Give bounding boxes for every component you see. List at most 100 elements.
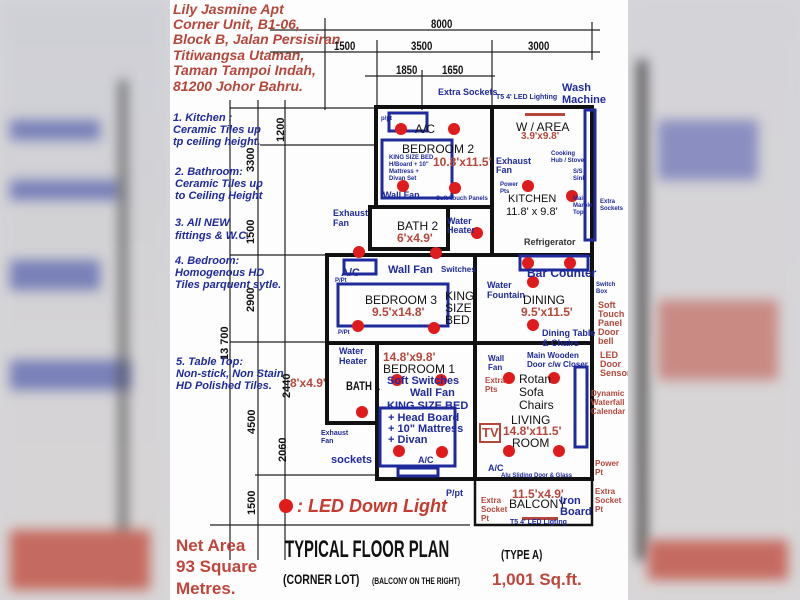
room-name-living-2: ROOM: [512, 436, 550, 450]
led-down-light-icon: [435, 374, 447, 386]
note: Ceramic Tiles up: [173, 124, 261, 136]
bed-label: BED: [445, 313, 470, 327]
dimension-label: 1650: [442, 63, 464, 77]
blurred-left-margin: [0, 0, 170, 600]
label-iron-board: Board: [560, 506, 592, 518]
room-name-dining: DINING: [523, 293, 565, 307]
led-down-light-icon: [393, 445, 405, 457]
led-down-lights: [352, 123, 578, 458]
dimension-label: 1200: [275, 117, 287, 142]
floor-plan-sheet: Lily Jasmine Apt Corner Unit, B1-06, Blo…: [170, 0, 628, 600]
label-door-sensor: Sensor: [600, 368, 628, 378]
label-power-point: P/Pt: [335, 278, 347, 284]
room-name-balcony: BALCONY: [509, 497, 567, 511]
note: to Ceiling Height: [175, 190, 263, 202]
label-doorbell: Door: [598, 327, 619, 337]
label-sofa: Chairs: [519, 398, 554, 412]
label-calendar: Calendar: [591, 407, 626, 416]
label-alu-sliding-door: Alu Sliding Door & Glass: [501, 473, 573, 479]
address-line: Block B, Jalan Persisiran: [173, 31, 341, 47]
room-size-bedroom1: 14.8'x9.8': [383, 350, 436, 364]
led-down-light-icon: [449, 182, 461, 194]
label-water-heater: Water: [447, 216, 472, 226]
bed-label: + Head Board: [388, 412, 460, 424]
note: HD Polished Tiles.: [176, 380, 272, 392]
dimension-label: 3000: [528, 39, 550, 53]
label-calendar: Waterfall: [591, 398, 625, 407]
label-iron-board: Iron: [560, 495, 581, 507]
note: 5. Table Top:: [176, 356, 244, 368]
led-down-light-icon: [548, 372, 560, 384]
label-extra-pts: Extra: [485, 376, 506, 385]
label-power-pt: Pt: [595, 468, 603, 477]
room-name-warea: W / AREA: [516, 120, 570, 134]
room-size-balcony: 11.5'x4.9': [512, 487, 564, 501]
address-line: Corner Unit, B1-06,: [173, 16, 300, 32]
bed-note: KING SIZE BED: [389, 155, 434, 161]
net-area: Metres.: [176, 579, 236, 598]
net-area: Net Area: [176, 536, 246, 555]
label-wall-fan: Wall Fan: [383, 190, 420, 200]
plan-lot: (CORNER LOT): [283, 571, 360, 587]
room-name-bedroom1: BEDROOM 1: [383, 362, 456, 376]
label-t5-lighting: T5 4' LED Ligting: [510, 519, 567, 526]
led-down-light-icon: [522, 257, 534, 269]
label-sink: S/S: [573, 169, 583, 175]
label-soft-switches: Soft Switches: [387, 375, 460, 387]
dimension-label: 1850: [396, 63, 418, 77]
room-name-bedroom2: BEDROOM 2: [402, 142, 475, 156]
room-name-bath2: BATH 2: [397, 219, 439, 233]
led-down-light-icon: [436, 446, 448, 458]
label-switch-box: Switch: [596, 282, 616, 288]
dimension-label: 1500: [246, 490, 258, 515]
label-switches: Switches: [441, 265, 476, 274]
label-refrigerator: Refrigerator: [524, 237, 576, 247]
dimension-label: 8000: [431, 17, 453, 31]
led-down-light-icon: [430, 247, 442, 259]
bed-note: H/Board + 10": [389, 162, 429, 168]
led-down-light-icon: [395, 123, 407, 135]
label-water-heater: Heater: [447, 225, 476, 235]
bed-label: + Divan: [388, 434, 428, 446]
label-wash-machine: Machine: [562, 94, 607, 106]
label-main-door: Main Wooden: [527, 351, 579, 360]
bed-label: + 10" Mattress: [388, 423, 464, 435]
led-down-light-icon: [553, 445, 565, 457]
led-down-light-icon: [391, 374, 403, 386]
label-power-point: P/pt: [446, 488, 463, 498]
led-down-light-icon: [428, 322, 440, 334]
bed-label: SIZE: [445, 301, 472, 315]
label-exhaust-fan: Exhaust: [321, 430, 349, 437]
room-size-bedroom3: 9.5'x14.8': [372, 305, 425, 319]
label-doorbell: Panel: [598, 318, 623, 328]
label-t5-lighting: T5 4' LED Lighting: [496, 94, 558, 101]
note: fittings & W.C.: [175, 230, 250, 242]
bed-note: Mattress +: [389, 169, 419, 175]
room-size-bath2: 6'x4.9': [397, 231, 433, 245]
label-extra-socket: Socket: [595, 496, 622, 505]
label-doorbell: Soft: [598, 300, 616, 310]
label-exhaust-fan: Fan: [333, 218, 350, 228]
label-extra-socket: Socket: [481, 505, 508, 514]
room-name-living: LIVING: [511, 413, 551, 427]
label-water-fountain: Water: [487, 280, 512, 290]
label-marble-top: Main: [573, 196, 587, 202]
label-water-fountain: Fountain: [487, 290, 525, 300]
label-sofa: Rotan: [519, 372, 552, 386]
room-size-bedroom2: 10.8'x11.5': [433, 155, 492, 169]
room-size-bath1: 8'x4.9': [290, 376, 326, 390]
net-area: 93 Square: [176, 557, 258, 576]
led-down-light-icon: [356, 406, 368, 418]
dimension-label: 13 700: [219, 326, 231, 360]
label-extra-socket: Pt: [481, 514, 489, 523]
note: tp ceiling height.: [173, 136, 261, 148]
note: Tiles parquent sytle.: [175, 279, 282, 291]
dimension-label: 2900: [245, 287, 257, 312]
tv-outline: [479, 423, 501, 443]
plan-area-sqft: 1,001 Sq.ft.: [492, 570, 582, 589]
floor-plan-drawing: [210, 18, 600, 560]
label-ac: A/C: [488, 463, 504, 473]
label-calendar: Dynamic: [591, 389, 625, 398]
label-tv: TV: [482, 425, 499, 440]
blurred-right-margin: [628, 0, 800, 600]
